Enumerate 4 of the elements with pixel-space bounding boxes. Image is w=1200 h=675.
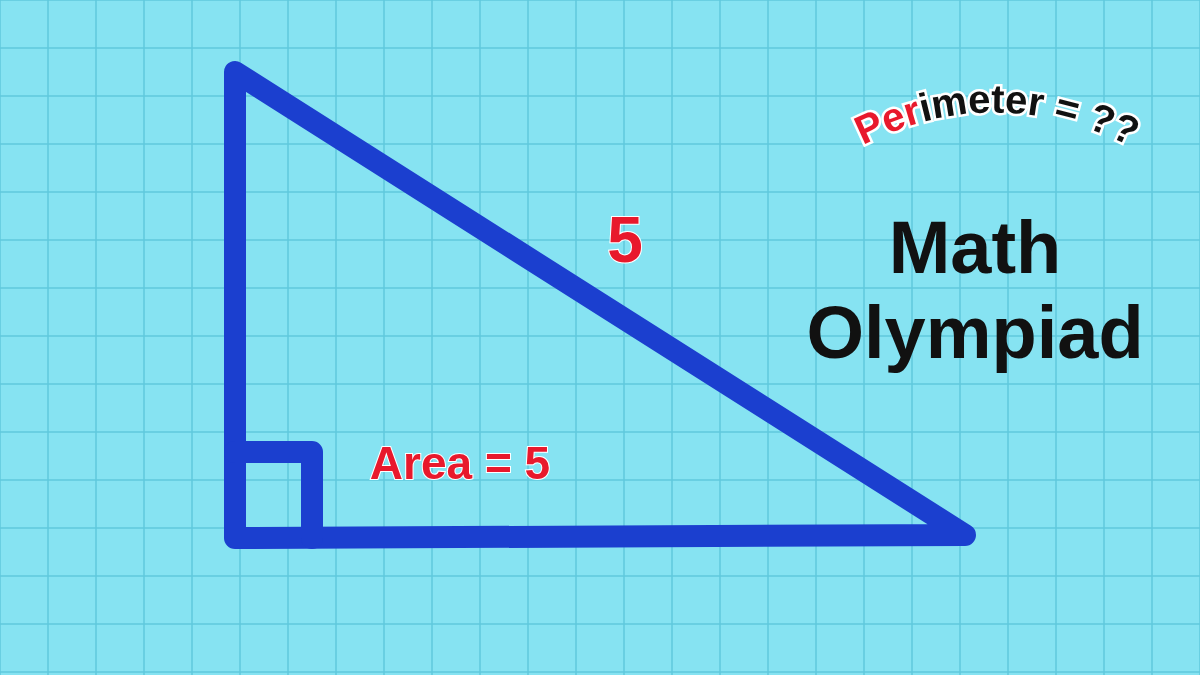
side-length-label: 5 xyxy=(606,208,644,272)
area-label: Area = 5 xyxy=(368,440,552,486)
curved-heading-text: Perimeter = ?? xyxy=(847,76,1147,154)
title: Math Olympiad xyxy=(805,205,1145,376)
